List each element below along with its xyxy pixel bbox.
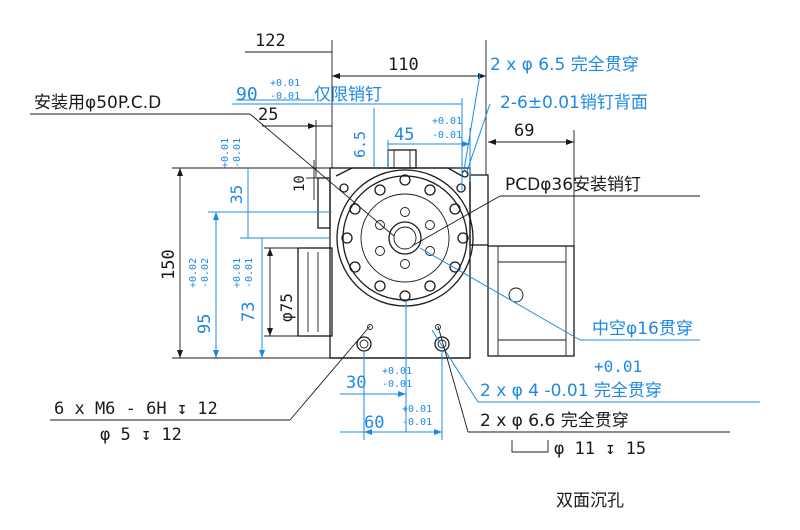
- callout-hole-4-tol: +0.01: [594, 357, 642, 376]
- dim-25: 25: [258, 105, 278, 125]
- dim-110: 110: [388, 55, 419, 75]
- dim-45: 45: [394, 125, 414, 145]
- callout-both-sides: 双面沉孔: [556, 491, 624, 511]
- dim-90-tol-dn: -0.01: [270, 91, 300, 102]
- dim-35-tol-dn: -0.01: [232, 138, 243, 168]
- black-leaders: [30, 113, 730, 453]
- top-tab: [387, 149, 417, 169]
- dim-30-tol-up: +0.01: [382, 366, 412, 377]
- right-step: [469, 174, 489, 246]
- motor-hole: [508, 287, 524, 303]
- part-outline: [297, 149, 575, 359]
- dim-10: 10: [292, 175, 308, 192]
- black-dimensions: [172, 40, 575, 359]
- left-boss: [297, 247, 333, 337]
- callout-thread: 6 x M6 - 6H ↧ 12: [54, 399, 218, 419]
- dim-35-tol-up: +0.01: [220, 138, 231, 168]
- dim-30-tol-dn: -0.01: [382, 379, 412, 390]
- dim-73-tol-dn: -0.01: [244, 258, 255, 288]
- blue-labels: 90 +0.01 -0.01 仅限销钉 6.5 45 +0.01 -0.01 3…: [188, 55, 693, 433]
- hollow-bore: [388, 221, 422, 255]
- dim-45-tol-up: +0.01: [432, 116, 462, 127]
- dim-150: 150: [159, 249, 179, 280]
- dim-95-tol-up: +0.02: [188, 258, 199, 288]
- blue-dimensions: [208, 73, 760, 440]
- dim-90-note: 仅限销钉: [314, 85, 382, 105]
- dim-6-5: 6.5: [351, 131, 369, 158]
- dim-phi75: φ75: [277, 293, 296, 322]
- dim-95-tol-dn: -0.02: [200, 258, 211, 288]
- callout-mount-pcd: 安装用φ50P.C.D: [34, 93, 161, 113]
- callout-pin-back: 2-6±0.01销钉背面: [500, 93, 648, 113]
- dim-122: 122: [255, 31, 286, 51]
- callout-hole-6-5: 2 x φ 6.5 完全贯穿: [490, 55, 639, 75]
- flange-ring: [342, 175, 468, 301]
- dim-35: 35: [227, 185, 246, 204]
- dim-30: 30: [346, 373, 366, 393]
- dim-73: 73: [239, 302, 259, 322]
- callout-cbore: φ 11 ↧ 15: [554, 439, 646, 459]
- dim-60: 60: [364, 413, 384, 433]
- outer-ring: [336, 169, 474, 307]
- left-step: [317, 177, 331, 229]
- dim-60-tol-up: +0.01: [402, 404, 432, 415]
- callout-hollow: 中空φ16贯穿: [592, 319, 693, 339]
- dim-45-tol-dn: -0.01: [432, 130, 462, 141]
- motor-flange: [487, 245, 575, 357]
- callout-hole-4: 2 x φ 4 -0.01 完全贯穿: [480, 381, 662, 401]
- dim-95: 95: [195, 314, 215, 334]
- dim-90-tol-up: +0.01: [270, 78, 300, 89]
- callout-hole-66: 2 x φ 6.6 完全贯穿: [480, 411, 629, 431]
- callout-thread-sub: φ 5 ↧ 12: [100, 425, 182, 445]
- black-labels: 122 110 25 69 10 150 φ75 安装用φ50P.C.D PCD…: [34, 31, 646, 511]
- dim-69: 69: [514, 121, 534, 141]
- inner-ring: [360, 193, 450, 283]
- dim-73-tol-up: +0.01: [232, 258, 243, 288]
- callout-pcd36: PCDφ36安装销钉: [505, 175, 641, 195]
- dim-60-tol-dn: -0.01: [402, 417, 432, 428]
- dim-90: 90: [236, 84, 258, 105]
